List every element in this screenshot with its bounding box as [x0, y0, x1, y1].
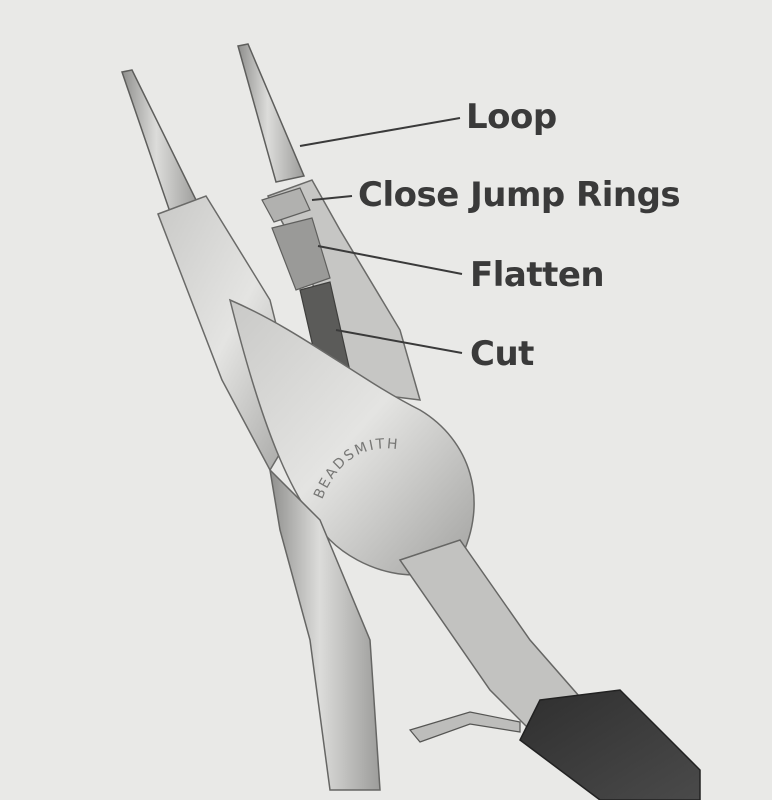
label-flatten: Flatten: [470, 255, 605, 295]
left-cone-jaw: [121, 69, 200, 213]
right-cone-jaw: [237, 43, 306, 183]
flat-jaw-face: [271, 217, 331, 291]
left-handle: [268, 467, 381, 791]
leader-line-flatten: [317, 245, 463, 275]
label-loop: Loop: [466, 97, 557, 137]
spring: [408, 711, 521, 743]
handle-grip: [519, 689, 701, 800]
leader-line-close-jump-rings: [311, 195, 353, 201]
label-cut: Cut: [470, 334, 534, 374]
leader-line-cut: [335, 329, 463, 354]
leader-line-loop: [299, 117, 461, 147]
label-close-jump-rings: Close Jump Rings: [358, 175, 681, 215]
jaw-step: [261, 187, 311, 223]
